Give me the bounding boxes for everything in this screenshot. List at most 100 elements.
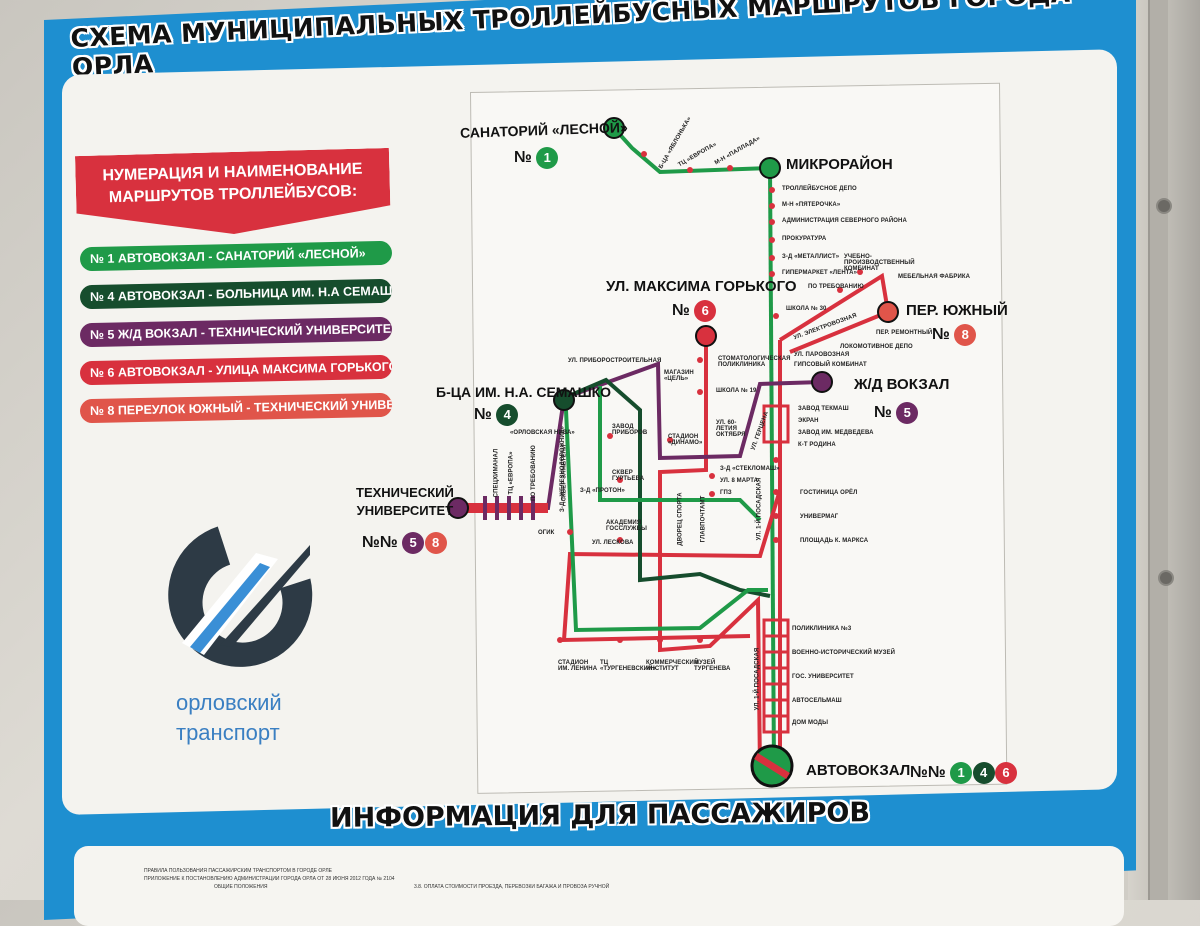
stop-label: З-Д «ПРОТОН»: [580, 488, 625, 494]
stop-label: УЧЕБНО-ПРОИЗВОДСТВЕННЫЙ КОМБИНАТ: [844, 254, 915, 272]
stop-label: ПЕР. РЕМОНТНЫЙ: [876, 330, 933, 336]
route-8-line-b: [789, 310, 889, 354]
route-1-line-center: [598, 386, 762, 522]
stop-label: ПРОКУРАТУРА: [782, 236, 827, 242]
terminal-semashko-marker: [553, 389, 575, 411]
terminal-gorky-marker: [695, 325, 717, 347]
logo-text: орловский транспорт: [176, 688, 282, 748]
stop-label: ГИПСОВЫЙ КОМБИНАТ: [794, 362, 867, 368]
stop-label: ШКОЛА № 30: [786, 306, 827, 312]
stop-label: МАГАЗИН «ЦЕЛЬ»: [664, 370, 694, 382]
stop-label: З-Д «СТЕКЛОМАШ»: [720, 466, 780, 472]
stop-label: ЗАВОД ПРИБОРОВ: [612, 424, 648, 436]
terminal-tech-numbers: №№ 5 8: [362, 532, 447, 554]
route-5-line: [456, 361, 823, 510]
route-number-prefix: №: [474, 406, 492, 424]
stop-label: СПЕЦХИМАНАЛ: [493, 448, 500, 498]
stop-label: ШКОЛА № 19: [716, 388, 757, 394]
route-badge-4: 4: [972, 762, 995, 784]
stop-label: ТРОЛЛЕЙБУСНОЕ ДЕПО: [782, 186, 857, 192]
stop-label: СКВЕР ГУРТЬЕВА: [612, 470, 645, 482]
stop-label: М-Н «ПЯТЕРОЧКА»: [782, 202, 841, 208]
stop-label: З-Д «МЕТАЛЛИСТ»: [782, 254, 840, 260]
route-badge-1: 1: [950, 762, 973, 784]
terminal-avtovokzal-numbers: №№ 1 4 6: [910, 762, 1018, 784]
info-section-title: ИНФОРМАЦИЯ ДЛЯ ПАССАЖИРОВ: [329, 797, 871, 834]
route-6-line-gorky: [658, 336, 762, 771]
terminal-tech-line2: УНИВЕРСИТЕТ: [356, 503, 454, 518]
stop-label: ГОС. УНИВЕРСИТЕТ: [792, 674, 854, 680]
stop-label: УНИВЕРМАГ: [800, 514, 839, 520]
stop-label: ТЦ «ЕВРОПА»: [508, 451, 515, 495]
stop-label: УЛ. ПРИБОРОСТРОИТЕЛЬНАЯ: [568, 358, 662, 364]
route-1-line-loop: [564, 409, 768, 633]
route-number-prefix: №: [514, 149, 532, 167]
route-number-prefix: №№: [362, 534, 398, 552]
terminal-semashko-name: Б-ЦА ИМ. Н.А. СЕМАШКО: [436, 384, 612, 400]
rules-line1: ПРАВИЛА ПОЛЬЗОВАНИЯ ПАССАЖИРСКИМ ТРАНСПО…: [144, 868, 332, 874]
terminal-microdistrict-marker: [759, 157, 781, 179]
route-number-prefix: №№: [910, 764, 946, 782]
terminal-yuzhny-name: ПЕР. ЮЖНЫЙ: [906, 302, 1008, 319]
stop-label: УЛ. ЛЕСКОВА: [592, 540, 634, 546]
route-8-line-c: [561, 489, 782, 643]
stop-label: СТАДИОН «ДИНАМО»: [668, 434, 703, 446]
stop-label: АДМИНИСТРАЦИЯ СЕВЕРНОГО РАЙОНА: [782, 218, 907, 224]
stop-dots: [557, 151, 863, 643]
stop-label: УЛ. 60-ЛЕТИЯ ОКТЯБРЯ: [716, 420, 746, 438]
stop-label: ДВОРЕЦ СПОРТА: [677, 492, 684, 546]
stop-label: «ОРЛОВСКАЯ НИВА»: [510, 430, 575, 436]
stop-label: ПЛОЩАДЬ К. МАРКСА: [800, 538, 869, 544]
terminal-railway-number: № 5: [874, 402, 919, 424]
terminal-tech-name: ТЕХНИЧЕСКИЙ УНИВЕРСИТЕТ: [356, 484, 454, 520]
stop-label: МУЗЕЙ ТУРГЕНЕВА: [694, 660, 731, 672]
orel-transport-logo: [168, 526, 313, 667]
terminal-avtovokzal-name: АВТОВОКЗАЛ: [806, 762, 911, 779]
route-number-prefix: №: [932, 326, 950, 344]
stop-label: ПОЛИКЛИНИКА №3: [792, 626, 852, 632]
route-badge-8: 8: [424, 532, 447, 554]
stop-label: МЕБЕЛЬНАЯ ФАБРИКА: [898, 274, 971, 280]
stop-label: ЗАВОД ИМ. МЕДВЕДЕВА: [798, 430, 874, 436]
stop-label: АКАДЕМИЯ ГОССЛУЖБЫ: [606, 520, 647, 532]
rules-line3: ОБЩИЕ ПОЛОЖЕНИЯ: [214, 884, 268, 890]
terminal-tech-line1: ТЕХНИЧЕСКИЙ: [356, 485, 454, 500]
logo-text-line2: транспорт: [176, 720, 280, 745]
route-badge-5: 5: [896, 402, 919, 424]
route-1-line-trunk: [768, 167, 776, 771]
stop-label: УЛ. 1-Й ПОСАДСКАЯ: [754, 647, 761, 711]
stop-label: ГОСТИНИЦА ОРЁЛ: [800, 490, 858, 496]
wall-frame-right: [1128, 0, 1200, 900]
rules-line2: ПРИЛОЖЕНИЕ К ПОСТАНОВЛЕНИЮ АДМИНИСТРАЦИИ…: [144, 876, 395, 882]
stop-label: СТАДИОН ИМ. ЛЕНИНА: [558, 660, 598, 672]
route-badge-6: 6: [694, 300, 717, 322]
stop-label: УЛ. ПАРОВОЗНАЯ: [794, 352, 850, 358]
stop-label: ВОЕННО-ИСТОРИЧЕСКИЙ МУЗЕЙ: [792, 650, 895, 656]
stop-label: ЗАВОД ТЕКМАШ: [798, 406, 849, 412]
logo-text-line1: орловский: [176, 690, 282, 715]
stop-label: СТОМАТОЛОГИЧЕСКАЯ ПОЛИКЛИНИКА: [718, 356, 791, 368]
stop-label: КОММЕРЧЕСКИЙ ИНСТИТУТ: [646, 660, 699, 672]
stop-label: ЛОКОМОТИВНОЕ ДЕПО: [840, 344, 913, 350]
screw: [1158, 570, 1174, 586]
terminal-tech-marker: [447, 497, 469, 519]
route-badge-4: 4: [496, 404, 519, 426]
route-badge-6: 6: [995, 762, 1018, 784]
rules-col2: 3.8. ОПЛАТА СТОИМОСТИ ПРОЕЗДА, ПЕРЕВОЗКИ…: [414, 884, 610, 890]
terminal-yuzhny-marker: [877, 301, 899, 323]
stop-label: УЛ. 8 МАРТА: [720, 478, 759, 484]
stop-label: ДОМ МОДЫ: [792, 720, 829, 726]
terminal-sanatorium-marker: [603, 117, 625, 139]
info-panel: ПРАВИЛА ПОЛЬЗОВАНИЯ ПАССАЖИРСКИМ ТРАНСПО…: [74, 846, 1124, 926]
route-number-prefix: №: [874, 404, 892, 422]
terminal-sanatorium-number: № 1: [514, 147, 559, 169]
stop-label: ПО ТРЕБОВАНИЮ: [808, 284, 864, 290]
route-number-prefix: №: [672, 302, 690, 320]
terminal-microdistrict-name: МИКРОРАЙОН: [786, 156, 893, 173]
terminal-gorky-name: УЛ. МАКСИМА ГОРЬКОГО: [606, 278, 797, 295]
stop-label: ЭКРАН: [798, 418, 819, 424]
terminal-yuzhny-number: № 8: [932, 324, 977, 346]
route-8-line-a: [778, 272, 890, 342]
terminal-gorky-number: № 6: [672, 300, 717, 322]
terminal-railway-marker: [811, 371, 833, 393]
